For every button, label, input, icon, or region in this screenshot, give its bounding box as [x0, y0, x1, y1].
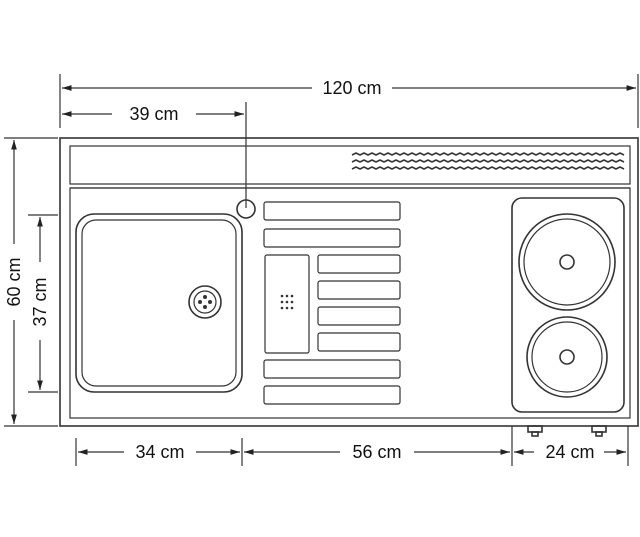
dimension-cooktop-width: 24 cm	[514, 426, 629, 466]
control-dot	[285, 300, 289, 304]
hotplate-front-icon	[526, 316, 608, 398]
dimension-total-depth: 60 cm	[4, 137, 58, 427]
countertop	[59, 137, 639, 427]
control-dot	[280, 294, 284, 298]
cooktop	[511, 197, 625, 413]
control-dot	[280, 300, 284, 304]
dimension-total-width: 120 cm	[59, 74, 639, 128]
vent-slot-row	[351, 166, 625, 170]
dimension-sink-width-label: 34 cm	[135, 442, 184, 462]
control-dot	[280, 306, 284, 310]
dimension-total-depth-label: 60 cm	[4, 257, 24, 306]
dimension-cooktop-width-label: 24 cm	[545, 442, 594, 462]
vent-slot-row	[351, 159, 625, 163]
control-dot	[285, 294, 289, 298]
sink-basin	[75, 213, 243, 393]
dimension-drainboard-width: 56 cm	[244, 426, 513, 466]
dimension-total-width-label: 120 cm	[322, 78, 381, 98]
control-dots-icon	[280, 294, 294, 310]
dimension-drainboard-width-label: 56 cm	[352, 442, 401, 462]
control-dot	[290, 300, 294, 304]
knob-left-icon	[527, 425, 543, 437]
dimension-sink-depth: 37 cm	[28, 214, 58, 393]
knob-right-icon	[591, 425, 607, 437]
drain-icon	[188, 285, 222, 319]
dimension-sink-width: 34 cm	[75, 438, 243, 466]
hotplate-rear-icon	[518, 213, 616, 311]
control-dot	[290, 294, 294, 298]
control-dot	[285, 306, 289, 310]
control-dot	[290, 306, 294, 310]
vent-slot-row	[351, 152, 625, 156]
dimension-tap-offset-label: 39 cm	[129, 104, 178, 124]
tap-hole	[236, 199, 256, 219]
dimension-tap-offset: 39 cm	[61, 102, 247, 208]
vent-grille	[351, 152, 625, 170]
drainboard	[263, 201, 401, 405]
control-panel	[264, 254, 310, 354]
dimension-sink-depth-label: 37 cm	[30, 277, 50, 326]
